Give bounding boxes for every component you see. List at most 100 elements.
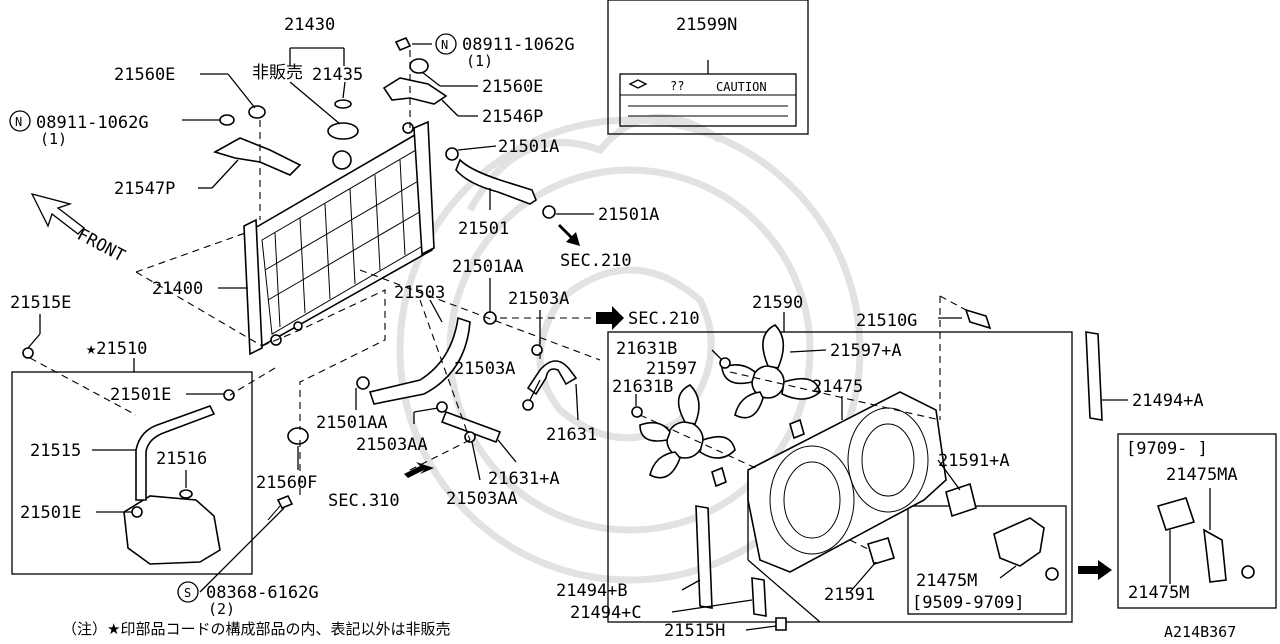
fan-assembly-box bbox=[607, 331, 1073, 623]
mount-21560E-left bbox=[248, 105, 266, 119]
footnote: （注）★印部品コードの構成部品の内、表記以外は非販売 bbox=[62, 620, 450, 638]
motor-21475MA bbox=[1156, 497, 1196, 531]
nut-21475M-2 bbox=[1241, 565, 1255, 579]
bracket-21546P bbox=[382, 77, 448, 105]
hose-21515 bbox=[135, 405, 216, 501]
label-08911-top: 08911-1062G bbox=[462, 35, 575, 55]
label-21503A-2: 21503A bbox=[454, 359, 515, 379]
cap-21516 bbox=[179, 489, 193, 499]
label-21591pA: 21591+A bbox=[938, 451, 1010, 471]
label-21475: 21475 bbox=[812, 377, 863, 397]
label-21597pA: 21597+A bbox=[830, 341, 902, 361]
label-21515: 21515 bbox=[30, 441, 81, 461]
label-21400: 21400 bbox=[152, 279, 203, 299]
clip-21515E bbox=[22, 347, 34, 359]
nut-21475M bbox=[1045, 567, 1059, 581]
clamp-21501E-2 bbox=[131, 506, 143, 518]
label-21515H: 21515H bbox=[664, 621, 725, 639]
label-qty-1-left: (1) bbox=[40, 130, 67, 148]
label-21599N: 21599N bbox=[676, 15, 737, 35]
reservoir-tank-21510 bbox=[123, 495, 221, 565]
label-21430: 21430 bbox=[284, 15, 335, 35]
nut-21631B-1 bbox=[719, 357, 731, 369]
clamp-21503AA-1 bbox=[436, 401, 448, 413]
nut-top bbox=[394, 36, 412, 52]
label-21494pC: 21494+C bbox=[570, 603, 642, 623]
label-caution-qq: ?? bbox=[670, 79, 684, 93]
label-21503: 21503 bbox=[394, 283, 445, 303]
label-sec210-b: SEC.210 bbox=[628, 309, 700, 329]
label-21503AA-1: 21503AA bbox=[356, 435, 428, 455]
hose-21631pA bbox=[440, 410, 502, 444]
label-front: FRONT bbox=[74, 225, 129, 267]
arrow-sec210-a bbox=[558, 224, 580, 246]
clamp-21501E-1 bbox=[223, 389, 235, 401]
label-21501E-1: 21501E bbox=[110, 385, 171, 405]
arrow-sec210-b bbox=[596, 306, 624, 330]
label-21560E-top: 21560E bbox=[482, 77, 543, 97]
motor-21475M bbox=[993, 517, 1045, 567]
clamp-21503AA-2 bbox=[464, 431, 476, 443]
clip-21515H bbox=[775, 617, 787, 631]
label-range-9509: [9509-9709] bbox=[912, 593, 1025, 613]
label-08911-left: 08911-1062G bbox=[36, 113, 149, 133]
label-21501AA-1: 21501AA bbox=[452, 257, 524, 277]
mount-21560E-top bbox=[409, 58, 429, 74]
label-21631B-2: 21631B bbox=[612, 377, 673, 397]
label-21510G: 21510G bbox=[856, 311, 917, 331]
upper-hose-21501 bbox=[455, 158, 537, 205]
label-21494pA: 21494+A bbox=[1132, 391, 1204, 411]
label-21435: 21435 bbox=[312, 65, 363, 85]
label-21475M-2: 21475M bbox=[1128, 583, 1189, 603]
nut-21631B-2 bbox=[631, 406, 643, 418]
label-21546P: 21546P bbox=[482, 107, 543, 127]
front-arrow-icon bbox=[30, 193, 85, 235]
circle-s-icon bbox=[177, 581, 199, 603]
label-21510: ★21510 bbox=[86, 339, 147, 359]
fan-shroud-21475 bbox=[747, 391, 947, 573]
seal-21494pA bbox=[1085, 331, 1103, 421]
bracket-21475M-2 bbox=[1203, 528, 1227, 583]
circle-n-icon-left bbox=[9, 110, 31, 132]
arrow-kit bbox=[1078, 560, 1112, 580]
nut-left bbox=[219, 114, 235, 126]
seal-21494pC bbox=[751, 577, 767, 617]
bolt-21510G bbox=[964, 308, 992, 330]
bolt-08368 bbox=[276, 494, 294, 510]
label-21591: 21591 bbox=[824, 585, 875, 605]
label-08368: 08368-6162G bbox=[206, 583, 319, 603]
arrow-sec310 bbox=[404, 462, 434, 478]
clamp-21503A-2 bbox=[522, 399, 534, 411]
diagram-id: A214B367 bbox=[1164, 623, 1236, 639]
seal-21494pB bbox=[695, 505, 713, 609]
fan-motor-kit-box-9509 bbox=[907, 505, 1067, 615]
cap-seal-21435 bbox=[334, 99, 352, 109]
label-21494pB: 21494+B bbox=[556, 581, 628, 601]
label-21547P: 21547P bbox=[114, 179, 175, 199]
label-hibaibai: 非販売 bbox=[252, 63, 303, 83]
label-21560E-left: 21560E bbox=[114, 65, 175, 85]
label-sec310: SEC.310 bbox=[328, 491, 400, 511]
clamp-21501A-2 bbox=[542, 205, 556, 219]
label-circle-n-top: N bbox=[441, 38, 448, 52]
radiator-cap bbox=[327, 122, 359, 140]
label-circle-s: S bbox=[184, 586, 191, 600]
clamp-21501AA-2 bbox=[356, 376, 370, 390]
bolt-shroud-2 bbox=[789, 418, 805, 440]
caution-label-21599N bbox=[607, 0, 809, 135]
fan-blade-21597pA bbox=[721, 324, 821, 419]
label-qty-2: (2) bbox=[208, 600, 235, 618]
label-21501: 21501 bbox=[458, 219, 509, 239]
motor-21591 bbox=[867, 537, 895, 565]
label-21631: 21631 bbox=[546, 425, 597, 445]
label-21560F: 21560F bbox=[256, 473, 317, 493]
label-21475MA: 21475MA bbox=[1166, 465, 1238, 485]
label-21503AA-2: 21503AA bbox=[446, 489, 518, 509]
label-caution: CAUTION bbox=[716, 80, 767, 94]
label-21631B-1: 21631B bbox=[616, 339, 677, 359]
label-21503A-1: 21503A bbox=[508, 289, 569, 309]
lower-hose-21503 bbox=[368, 316, 471, 405]
fan-blade-21597 bbox=[639, 384, 736, 479]
label-21501A-2: 21501A bbox=[598, 205, 659, 225]
